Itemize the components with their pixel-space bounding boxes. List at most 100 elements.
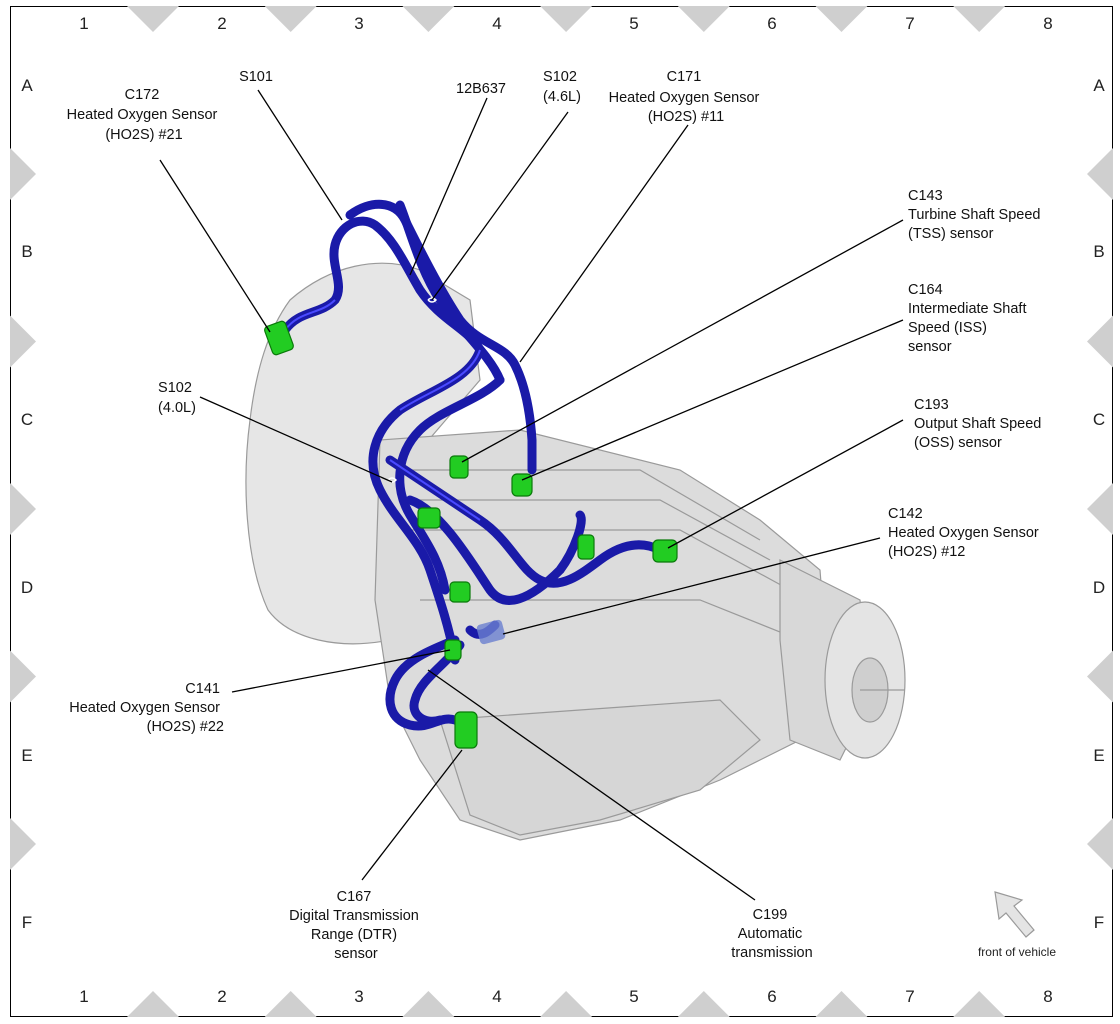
callout-c171: C171 Heated Oxygen Sensor (HO2S) #11 xyxy=(609,69,764,125)
leader-c167 xyxy=(361,749,463,881)
border-marker xyxy=(127,6,179,32)
leader-c143 xyxy=(461,219,904,463)
c142-connector-shape xyxy=(476,619,506,645)
connectors xyxy=(264,320,678,749)
border-marker xyxy=(402,991,455,1017)
border-marker xyxy=(953,6,1006,32)
grid-col-label: 8 xyxy=(1043,14,1052,33)
grid-col-label: 7 xyxy=(905,14,914,33)
callout-c199: C199 Automatic transmission xyxy=(731,907,812,961)
transmission-illustration xyxy=(245,262,906,841)
leader-c172 xyxy=(159,159,271,333)
border-marker xyxy=(264,6,317,32)
grid-row-label: C xyxy=(21,410,33,429)
bell-housing xyxy=(245,262,481,645)
callout-12b637: 12B637 xyxy=(456,81,506,97)
border-marker xyxy=(402,6,455,32)
harness-trunk xyxy=(395,375,505,595)
grid-col-label: 4 xyxy=(492,987,501,1006)
grid-col-label: 5 xyxy=(629,987,638,1006)
callout-s101: S101 xyxy=(239,69,273,85)
border-marker xyxy=(10,650,36,703)
border-marker xyxy=(264,991,317,1017)
leader-c199 xyxy=(427,669,756,901)
grid-col-label: 3 xyxy=(354,987,363,1006)
border-marker xyxy=(1087,483,1113,535)
border-marker xyxy=(10,818,36,870)
border-marker xyxy=(1087,148,1113,200)
border-marker xyxy=(10,315,36,368)
border-marker xyxy=(540,6,593,32)
leader-s102-46 xyxy=(431,111,569,301)
grid-columns-top: 1 2 3 4 5 6 7 8 xyxy=(79,14,1052,33)
grid-row-label: F xyxy=(22,913,32,932)
border-marker xyxy=(677,6,730,32)
callout-c143: C143 Turbine Shaft Speed (TSS) sensor xyxy=(908,188,1045,242)
harness-highlights xyxy=(284,299,481,521)
grid-col-label: 8 xyxy=(1043,987,1052,1006)
grid-col-label: 4 xyxy=(492,14,501,33)
border-marker xyxy=(1087,818,1113,870)
border-marker xyxy=(127,991,179,1017)
border-marker xyxy=(1087,650,1113,703)
harness-branch xyxy=(395,200,505,385)
border-marker xyxy=(677,991,730,1017)
connector-mid-1 xyxy=(417,507,441,529)
leader-c193 xyxy=(667,419,904,549)
grid-col-label: 1 xyxy=(79,14,88,33)
connector-c141 xyxy=(444,639,462,661)
grid-col-label: 1 xyxy=(79,987,88,1006)
grid-row-label: D xyxy=(21,578,33,597)
grid-col-label: 6 xyxy=(767,987,776,1006)
grid-col-label: 2 xyxy=(217,14,226,33)
callout-c167: C167 Digital Transmission Range (DTR) se… xyxy=(289,889,423,962)
oil-pan xyxy=(439,699,761,836)
grid-row-label: E xyxy=(1093,746,1104,765)
grid-row-label: B xyxy=(1093,242,1104,261)
grid-col-label: 7 xyxy=(905,987,914,1006)
leader-12b637 xyxy=(409,97,488,276)
grid-col-label: 2 xyxy=(217,987,226,1006)
callout-c164: C164 Intermediate Shaft Speed (ISS) sens… xyxy=(908,282,1031,355)
connector-c167 xyxy=(454,711,478,749)
connector-c143 xyxy=(449,455,469,479)
grid-row-label: A xyxy=(21,76,33,95)
leader-c171 xyxy=(519,124,689,363)
border-marker xyxy=(815,6,868,32)
grid-row-label: C xyxy=(1093,410,1105,429)
grid-rows-right: A B C D E F xyxy=(1093,76,1105,932)
grid-row-label: A xyxy=(1093,76,1105,95)
connector-c172 xyxy=(264,320,294,356)
leader-c141 xyxy=(231,649,451,693)
border-marker xyxy=(1087,315,1113,368)
grid-row-label: E xyxy=(21,746,32,765)
front-of-vehicle-label: front of vehicle xyxy=(978,945,1056,959)
top-ribs xyxy=(400,469,801,641)
leader-s102-40 xyxy=(199,396,393,483)
grid-row-label: D xyxy=(1093,578,1105,597)
grid-row-label: B xyxy=(21,242,32,261)
harness-branch xyxy=(409,640,465,726)
connector-mid-3 xyxy=(449,581,471,603)
border-marker xyxy=(10,483,36,535)
connector-c193 xyxy=(652,539,678,563)
border-marker xyxy=(953,991,1006,1017)
callout-c142: C142 Heated Oxygen Sensor (HO2S) #12 xyxy=(888,506,1043,560)
callout-c141: C141 Heated Oxygen Sensor (HO2S) #22 xyxy=(69,681,224,735)
connector-mid-2 xyxy=(577,534,595,560)
connector-c164 xyxy=(511,473,533,497)
front-arrow-icon xyxy=(994,891,1035,938)
grid-row-label: F xyxy=(1094,913,1104,932)
callout-c172: C172 Heated Oxygen Sensor (HO2S) #21 xyxy=(67,87,222,143)
callout-s102-46: S102 (4.6L) xyxy=(543,69,581,105)
leader-lines xyxy=(159,89,904,901)
leader-c164 xyxy=(521,319,904,481)
border-marker xyxy=(540,991,593,1017)
harness-branch xyxy=(405,495,586,605)
splice-s102-46 xyxy=(427,297,438,303)
grid-columns-bottom: 1 2 3 4 5 6 7 8 xyxy=(79,987,1052,1006)
leader-c142 xyxy=(502,537,881,635)
grid-col-label: 5 xyxy=(629,14,638,33)
leader-s101 xyxy=(257,89,343,221)
